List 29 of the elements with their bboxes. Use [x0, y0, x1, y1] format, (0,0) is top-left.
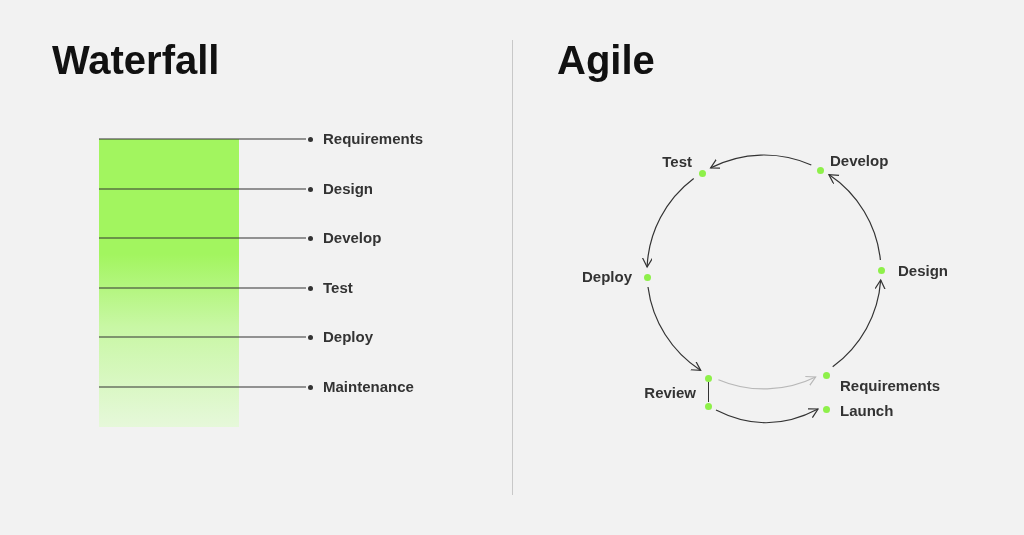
- arrow: [828, 174, 881, 261]
- leader-line: [98, 138, 307, 140]
- stage-label: Test: [655, 150, 707, 178]
- stage-label: Launch: [822, 400, 898, 420]
- stage-label: Requirements: [822, 368, 946, 393]
- stage-label: Maintenance: [306, 377, 428, 397]
- leader-line: [98, 287, 307, 289]
- leader-line: [98, 386, 307, 388]
- stage-label: Test: [306, 278, 428, 298]
- arrow: [717, 375, 817, 390]
- leader-line: [98, 336, 307, 338]
- leader-line: [98, 237, 307, 239]
- arrow: [832, 279, 886, 368]
- stage-label: Deploy: [306, 327, 428, 347]
- stage-label: Develop: [815, 150, 893, 175]
- stage-label: Review: [640, 373, 712, 411]
- stage-label: Design: [877, 260, 951, 280]
- arrow: [647, 286, 702, 371]
- arrow: [642, 177, 695, 268]
- stage-label: Requirements: [306, 129, 428, 149]
- arrow: [715, 407, 819, 424]
- stage-label: Design: [306, 179, 428, 199]
- arrow: [710, 154, 812, 170]
- heading: Agile: [557, 38, 655, 82]
- stage-label: Deploy: [578, 266, 652, 286]
- leader-line: [98, 188, 307, 190]
- stage-label: Develop: [306, 228, 428, 248]
- heading: Waterfall: [52, 38, 220, 82]
- gradient-bar: [99, 139, 239, 427]
